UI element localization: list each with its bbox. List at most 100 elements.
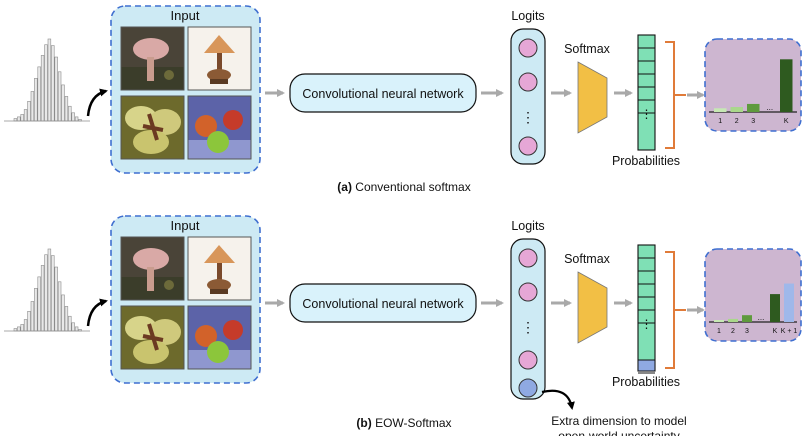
histogram-bar — [20, 324, 24, 332]
panel-caption-letter: (b) — [356, 416, 371, 430]
chart-bar — [784, 283, 794, 322]
logits-ellipsis: ⋮ — [521, 319, 535, 335]
panel-caption-letter: (a) — [337, 180, 352, 194]
input-image-apples — [188, 306, 251, 369]
histogram-bar — [71, 322, 75, 332]
cnn-box — [289, 73, 477, 113]
chart-tick-label: 3 — [751, 118, 755, 125]
extra-dimension-note-line1: Extra dimension to model — [551, 414, 686, 428]
input-image-lamp — [188, 27, 251, 90]
logits-ellipsis: ⋮ — [521, 109, 535, 125]
histogram-bar — [30, 301, 35, 332]
chart-bar — [714, 320, 724, 322]
chart-ellipsis: ... — [766, 103, 773, 112]
chart-bar — [742, 315, 752, 322]
extra-probability-cell — [637, 359, 656, 372]
chart-bar — [730, 107, 743, 112]
cnn-box — [289, 283, 477, 323]
logit-node — [518, 350, 538, 370]
histogram-bar — [37, 276, 41, 332]
chart-tick-label: K — [784, 118, 789, 125]
histogram-bar — [23, 109, 28, 122]
chart-tick-label: K — [773, 328, 778, 335]
input-image-flower — [119, 94, 186, 161]
histogram-bar — [44, 44, 48, 122]
histogram-bar — [30, 91, 35, 122]
input-image-apples — [188, 96, 251, 159]
histogram-bar — [74, 326, 79, 332]
logit-node — [518, 38, 538, 58]
logit-node — [518, 282, 538, 302]
probabilities-bracket — [665, 251, 686, 369]
histogram-bar — [61, 84, 65, 122]
histogram-bar — [68, 315, 72, 332]
input-image-mushroom — [121, 27, 184, 90]
input-label: Input — [171, 8, 200, 23]
histogram-bar — [64, 96, 69, 122]
panel-caption-text: Conventional softmax — [355, 180, 470, 194]
histogram-bar — [57, 281, 62, 332]
histogram-bar — [17, 116, 21, 122]
histogram-bar — [74, 116, 79, 122]
histogram — [4, 38, 90, 122]
histogram-bar — [27, 311, 31, 332]
histogram-bar — [23, 319, 28, 332]
histogram-bar — [71, 112, 75, 122]
chart-bar — [747, 103, 760, 112]
probabilities-column — [637, 34, 656, 151]
input-image-frame — [120, 95, 185, 160]
input-arrow — [86, 88, 108, 117]
logits-label: Logits — [511, 9, 544, 23]
panel-caption: (b) EOW-Softmax — [356, 416, 451, 430]
histogram-bar — [37, 66, 41, 122]
logit-node — [518, 136, 538, 156]
logits-column — [510, 28, 546, 165]
cnn-label: Convolutional neural network — [302, 297, 464, 311]
panel-caption: (a) Conventional softmax — [337, 180, 470, 194]
histogram-bar — [47, 248, 52, 332]
histogram — [4, 248, 90, 332]
histogram-bar — [40, 265, 45, 332]
logit-node — [518, 72, 538, 92]
input-image-frame — [187, 236, 252, 301]
chart-tick-label: 2 — [735, 118, 739, 125]
histogram-bar — [54, 56, 58, 122]
chart-bar — [714, 108, 727, 112]
input-image-lamp — [188, 237, 251, 300]
input-arrow — [86, 298, 108, 327]
extra-dimension-arrow — [541, 389, 575, 410]
histogram-bar — [61, 294, 65, 332]
input-image-frame — [120, 236, 185, 301]
histogram-bar — [68, 105, 72, 122]
probabilities-label: Probabilities — [612, 375, 680, 389]
input-image-frame — [187, 95, 252, 160]
histogram-bar — [51, 255, 55, 332]
input-image-flower — [119, 304, 186, 371]
logits-label: Logits — [511, 219, 544, 233]
histogram-bar — [44, 254, 48, 332]
chart-tick-label: K + 1 — [781, 328, 798, 335]
histogram-bar — [20, 114, 24, 122]
input-label: Input — [171, 218, 200, 233]
logit-node — [518, 248, 538, 268]
histogram-bar — [64, 306, 69, 332]
histogram-bar — [34, 288, 38, 332]
chart-bar — [728, 318, 738, 322]
input-image-frame — [120, 305, 185, 370]
histogram-bar — [54, 266, 58, 332]
extra-logit-node — [518, 378, 538, 398]
chart-ellipsis: ... — [758, 313, 765, 322]
softmax-trapezoid — [577, 61, 608, 134]
probabilities-bracket — [665, 41, 686, 149]
histogram-bar — [34, 78, 38, 122]
panel-caption-text: EOW-Softmax — [375, 416, 451, 430]
probabilities-ellipsis: ⋮ — [641, 107, 653, 121]
probabilities-ellipsis: ⋮ — [641, 317, 653, 331]
probabilities-column — [637, 244, 656, 372]
chart-tick-label: 1 — [717, 328, 721, 335]
probability-chart — [704, 38, 802, 132]
chart-tick-label: 2 — [731, 328, 735, 335]
